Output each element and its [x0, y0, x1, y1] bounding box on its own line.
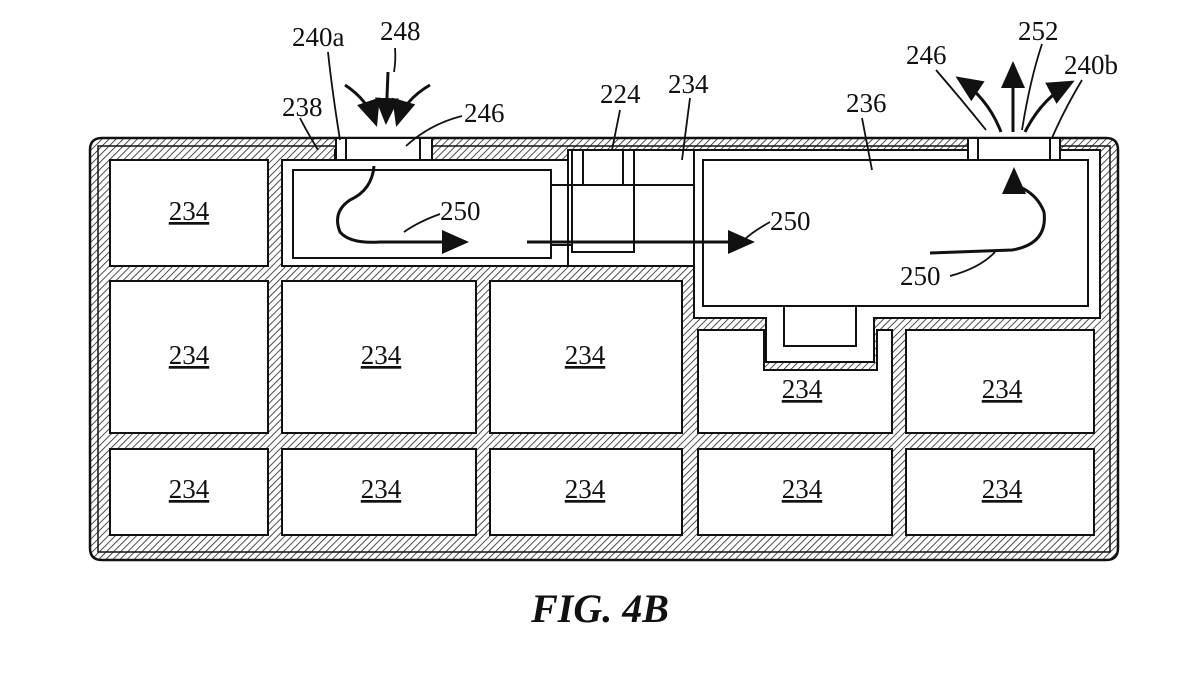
label-238: 238	[282, 92, 323, 122]
vent-right	[967, 137, 1061, 161]
cell-r1c1	[109, 159, 269, 267]
right-chamber-port	[783, 305, 857, 347]
cell-label-r2c1: 234	[169, 340, 210, 370]
figure-caption: FIG. 4B	[531, 586, 669, 631]
cell-r3c5	[905, 448, 1095, 536]
cell-label-r2c3: 234	[565, 340, 606, 370]
label-250-right: 250	[900, 261, 941, 291]
cell-label-r2c2: 234	[361, 340, 402, 370]
label-234-top: 234	[668, 69, 709, 99]
cell-label-r2c5: 234	[982, 374, 1023, 404]
cell-r3c4	[697, 448, 893, 536]
leader-lines	[299, 43, 1083, 277]
cell-label-r1c1: 234	[169, 196, 210, 226]
inflow-arrows	[344, 71, 431, 127]
left-chamber	[292, 169, 552, 259]
label-246-right: 246	[906, 40, 947, 70]
cell-r2c5	[905, 329, 1095, 434]
cell-label-r2c4: 234	[782, 374, 823, 404]
cell-r3c2	[281, 448, 477, 536]
label-248: 248	[380, 16, 421, 46]
label-246-left: 246	[464, 98, 505, 128]
right-chamber	[702, 159, 1089, 307]
vent-left	[335, 137, 433, 161]
cell-label-r3c3: 234	[565, 474, 606, 504]
label-240a: 240a	[292, 22, 345, 52]
connector-224	[571, 149, 635, 253]
label-240b: 240b	[1064, 50, 1118, 80]
housing-inner-outline	[97, 145, 1111, 553]
cell-label-r3c5: 234	[982, 474, 1023, 504]
outflow-arrows	[955, 61, 1075, 133]
cell-label-r3c1: 234	[169, 474, 210, 504]
cell-r3c1	[109, 448, 269, 536]
cell-r2c1	[109, 280, 269, 434]
cell-r2c3	[489, 280, 683, 434]
cell-label-r3c2: 234	[361, 474, 402, 504]
label-250-left: 250	[440, 196, 481, 226]
cell-r2c4	[697, 329, 893, 434]
cell-label-r3c4: 234	[782, 474, 823, 504]
cell-r3c3	[489, 448, 683, 536]
cell-r2c2	[281, 280, 477, 434]
flow-arrows	[336, 165, 1046, 255]
label-252: 252	[1018, 16, 1059, 46]
label-250-mid: 250	[770, 206, 811, 236]
label-224: 224	[600, 79, 641, 109]
label-236: 236	[846, 88, 887, 118]
